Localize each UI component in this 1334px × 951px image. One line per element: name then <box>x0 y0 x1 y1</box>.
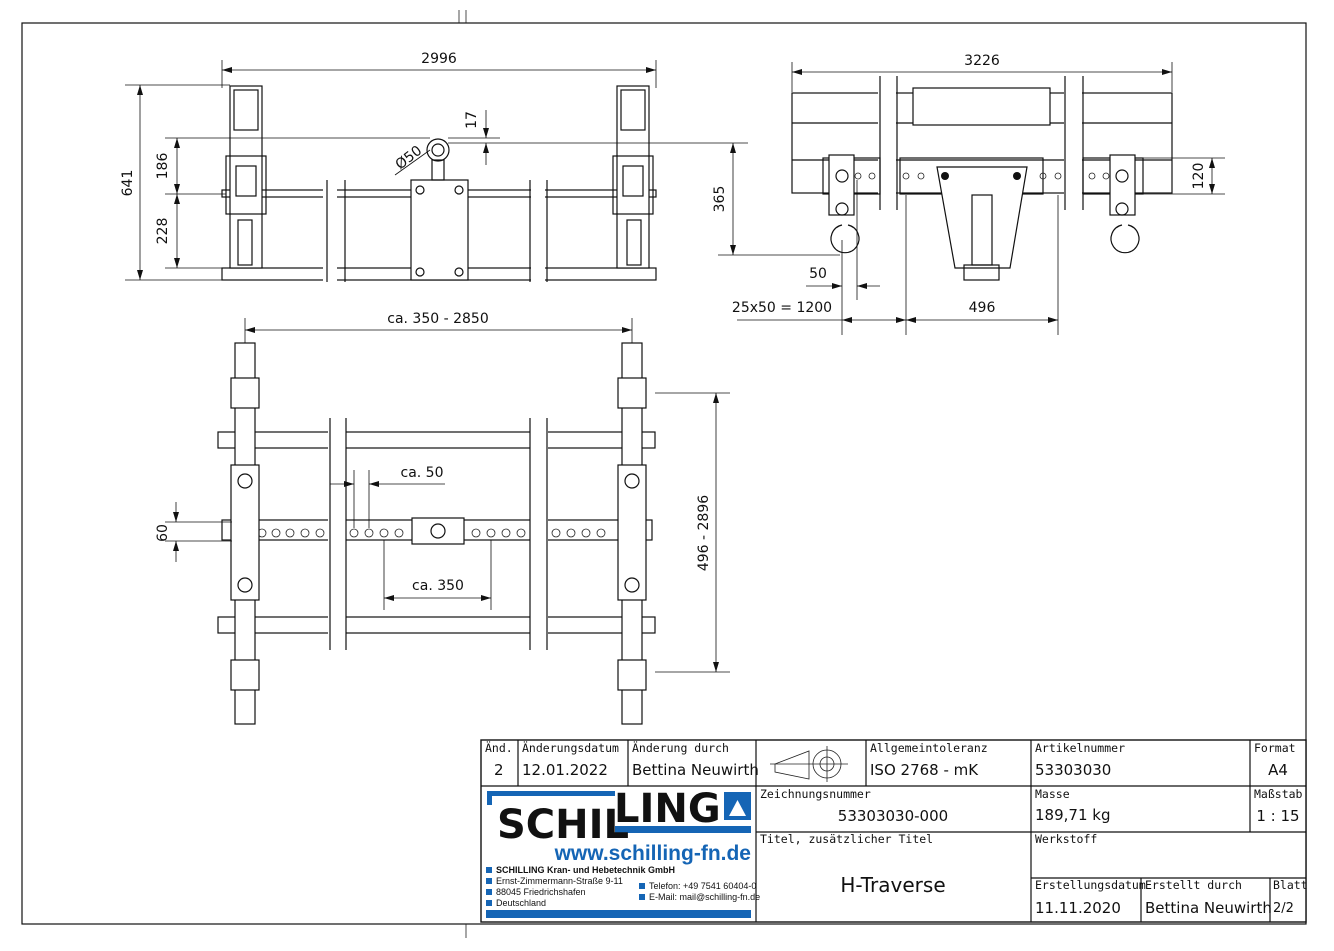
changed-by-label: Änderung durch <box>632 740 729 755</box>
revision-value: 2 <box>494 761 504 779</box>
dim-front-center: 496 <box>969 300 996 316</box>
drawing-frame <box>21 22 1307 925</box>
logo-bottom-bar <box>486 910 751 918</box>
dim-side-height: 641 <box>120 170 136 197</box>
dim-front-width: 3226 <box>964 53 1000 69</box>
dim-front-hole-series: 25x50 = 1200 <box>732 300 832 316</box>
company-city: 88045 Friedrichshafen <box>496 887 586 897</box>
dim-front-rail-height: 120 <box>1191 163 1207 190</box>
dim-shackle-offset: 17 <box>464 111 480 129</box>
created-date-label: Erstellungsdatum <box>1035 878 1146 892</box>
company-logo: SCHIL LING <box>487 786 751 848</box>
company-email[interactable]: E-Mail: mail@schilling-fn.de <box>649 892 760 902</box>
created-by-value: Bettina Neuwirth <box>1145 899 1272 917</box>
bullet-icons <box>486 867 645 906</box>
company-url[interactable]: www.schilling-fn.de <box>554 842 751 865</box>
tolerance-label: Allgemeintoleranz <box>870 741 988 755</box>
drawing-no-value: 53303030-000 <box>838 807 948 825</box>
article-value: 53303030 <box>1035 761 1111 779</box>
dim-top-span: ca. 350 - 2850 <box>387 311 488 327</box>
dim-side-upper: 186 <box>155 153 171 180</box>
svg-text:LING: LING <box>614 786 721 832</box>
change-date-label: Änderungsdatum <box>522 740 619 755</box>
article-label: Artikelnummer <box>1035 741 1125 755</box>
changed-by-value: Bettina Neuwirth <box>632 761 759 779</box>
mass-label: Masse <box>1035 787 1070 801</box>
front-view: 3226 365 120 50 25x50 = 1200 496 <box>712 53 1225 335</box>
created-date-value: 11.11.2020 <box>1035 899 1121 917</box>
projection-symbol-icon <box>770 746 848 782</box>
title-label: Titel, zusätzlicher Titel <box>760 832 933 846</box>
dim-top-range: 496 - 2896 <box>696 495 712 571</box>
format-label: Format <box>1254 741 1296 755</box>
scale-label: Maßstab <box>1254 787 1303 801</box>
title-block: Änd. 2 Änderungsdatum 12.01.2022 Änderun… <box>480 739 1308 923</box>
title-value: H-Traverse <box>840 873 945 897</box>
revision-label: Änd. <box>485 740 513 755</box>
dim-front-hole-pitch: 50 <box>809 266 827 282</box>
dim-top-rail: 60 <box>155 524 171 542</box>
company-name: SCHILLING Kran- und Hebetechnik GmbH <box>496 865 675 875</box>
mass-value: 189,71 kg <box>1035 806 1110 824</box>
top-view: ca. 350 - 2850 ca. 50 60 ca. 350 496 - 2… <box>155 311 730 725</box>
svg-text:SCHIL: SCHIL <box>497 802 629 848</box>
dim-top-pitch: ca. 50 <box>401 465 444 481</box>
sheet-value: 2/2 <box>1273 901 1294 916</box>
dim-side-lower: 228 <box>155 218 171 245</box>
dim-side-width: 2996 <box>421 51 457 67</box>
drawing-no-label: Zeichnungsnummer <box>760 787 871 801</box>
company-phone: Telefon: +49 7541 60404-0 <box>649 881 756 891</box>
dim-front-height: 365 <box>712 186 728 213</box>
change-date-value: 12.01.2022 <box>522 761 608 779</box>
dim-shackle-diameter: Ø50 <box>393 143 426 173</box>
tolerance-value: ISO 2768 - mK <box>870 761 979 779</box>
dim-top-adjust: ca. 350 <box>412 578 464 594</box>
company-street: Ernst-Zimmermann-Straße 9-11 <box>496 876 623 886</box>
material-label: Werkstoff <box>1035 832 1097 846</box>
format-value: A4 <box>1268 761 1288 779</box>
side-view: 2996 641 186 228 Ø50 17 <box>120 51 748 282</box>
company-country: Deutschland <box>496 898 546 908</box>
sheet-label: Blatt <box>1273 878 1308 892</box>
scale-value: 1 : 15 <box>1256 807 1299 825</box>
created-by-label: Erstellt durch <box>1145 878 1242 892</box>
